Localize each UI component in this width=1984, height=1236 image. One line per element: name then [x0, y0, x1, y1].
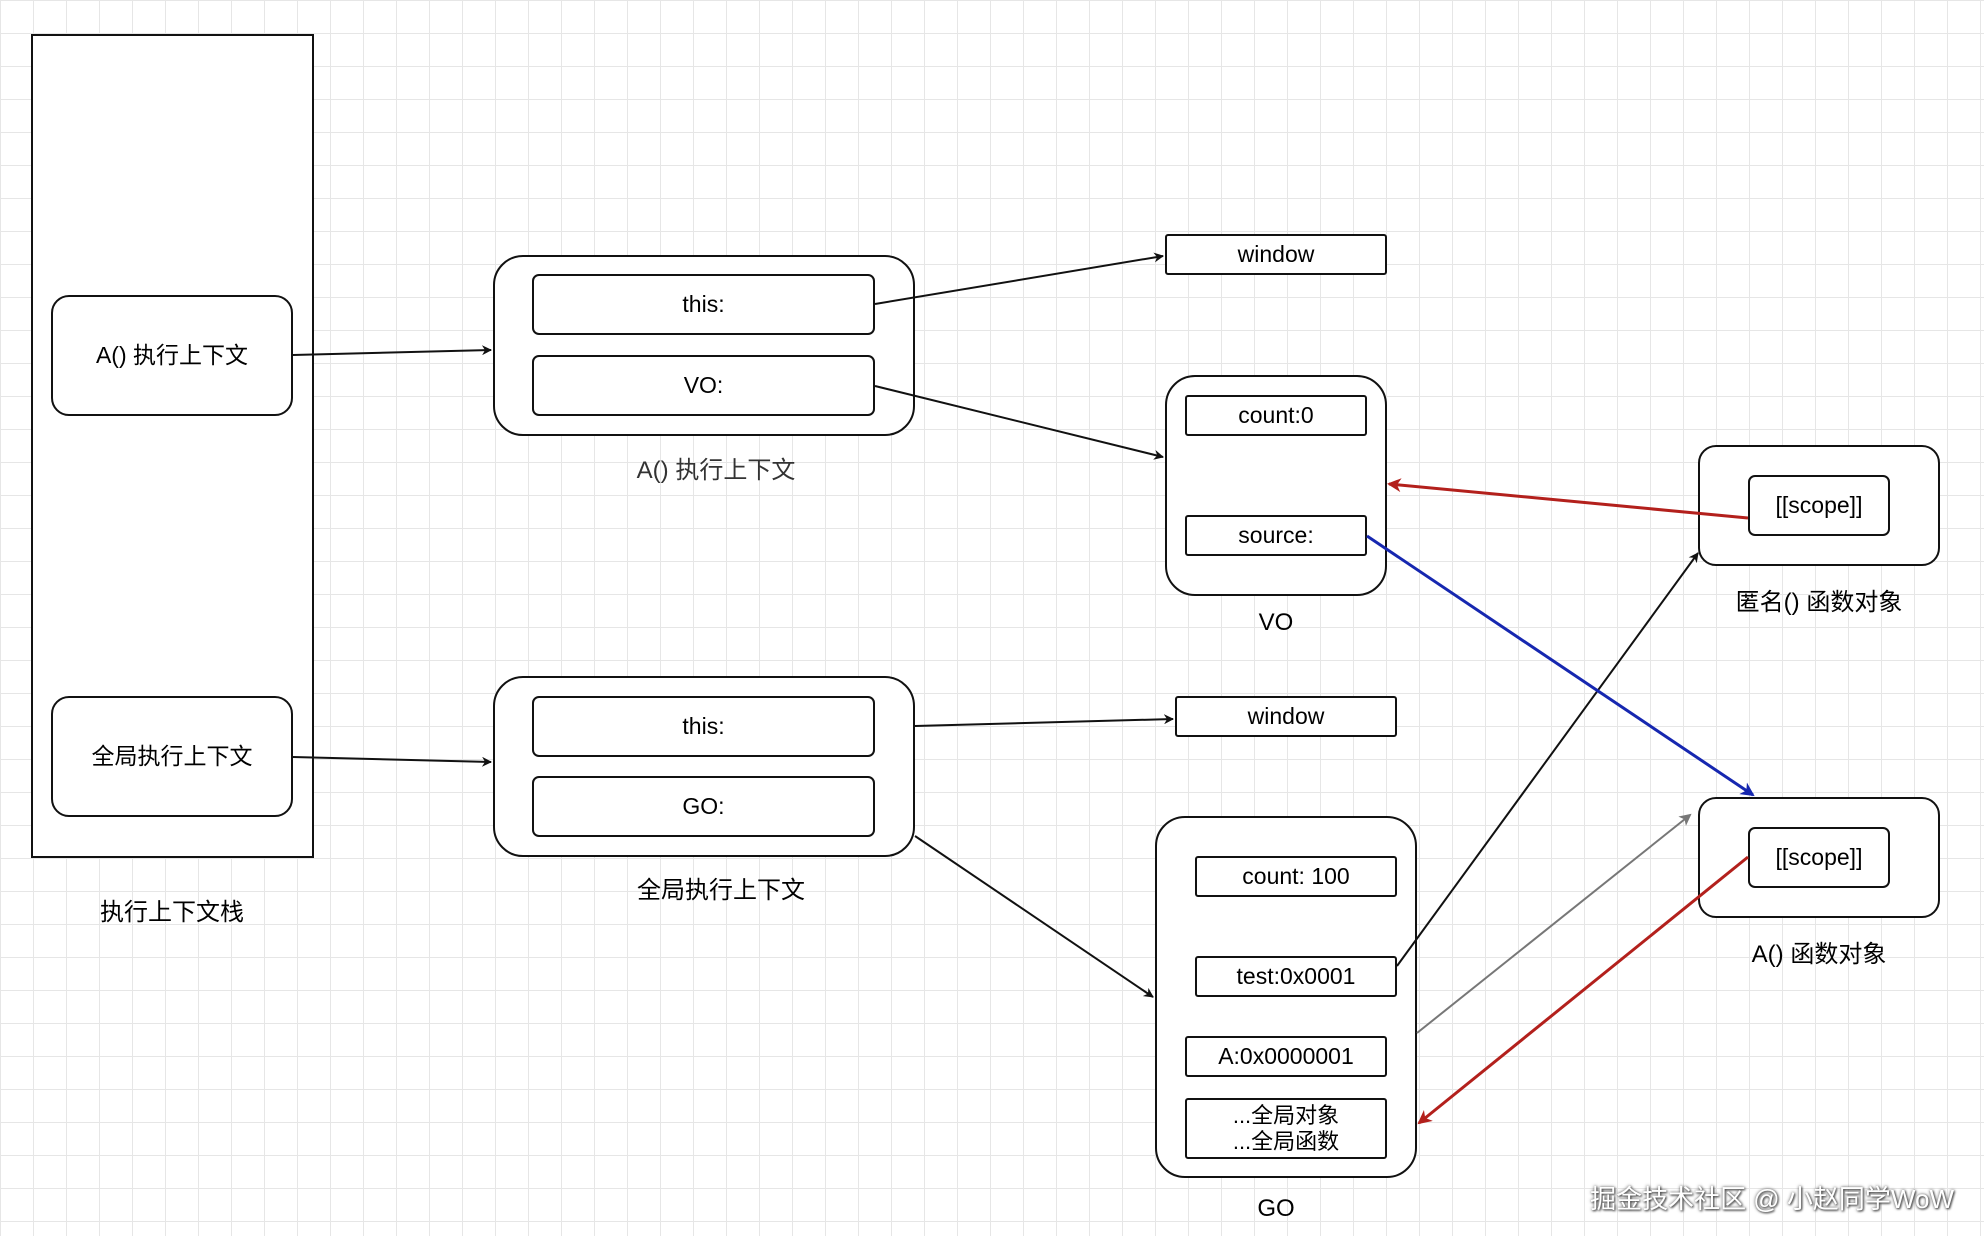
arrow-stack-global-to-global-context — [292, 756, 492, 767]
arrow-anon-scope-to-vo — [1387, 478, 1749, 520]
global-context-this-field[interactable]: this: — [532, 696, 875, 757]
go-caption: GO — [1257, 1195, 1295, 1222]
stack-item-global-context[interactable]: 全局执行上下文 — [51, 696, 293, 817]
arrow-stack-a-to-a-context — [292, 345, 492, 356]
global-context-this-label: this: — [682, 712, 725, 739]
a-function-scope-field[interactable]: [[scope]] — [1748, 827, 1890, 888]
vo-count-label: count:0 — [1238, 401, 1314, 428]
window-box-bottom[interactable]: window — [1175, 696, 1397, 737]
go-globals-line2: ...全局函数 — [1232, 1128, 1340, 1154]
go-a-label: A:0x0000001 — [1218, 1042, 1354, 1069]
stack-item-a-label: A() 执行上下文 — [95, 341, 249, 368]
vo-source-label: source: — [1238, 521, 1314, 548]
window-box-top[interactable]: window — [1165, 234, 1387, 275]
arrow-vo-source-to-a-function — [1366, 534, 1755, 797]
anon-function-scope-field[interactable]: [[scope]] — [1748, 475, 1890, 536]
arrow-a-vo-to-vo-object — [874, 385, 1164, 460]
go-a-field[interactable]: A:0x0000001 — [1185, 1036, 1387, 1077]
stack-item-global-label: 全局执行上下文 — [91, 742, 253, 769]
vo-source-field[interactable]: source: — [1185, 515, 1367, 556]
go-count-label: count: 100 — [1242, 862, 1350, 889]
arrow-a-this-to-window — [874, 252, 1164, 305]
arrow-a-scope-to-go — [1417, 855, 1749, 1125]
go-globals-line1: ...全局对象 — [1232, 1103, 1340, 1129]
anon-function-caption: 匿名() 函数对象 — [1735, 589, 1903, 616]
arrow-global-go-to-go-object — [914, 835, 1154, 998]
stack-caption: 执行上下文栈 — [100, 899, 244, 926]
global-context-caption: 全局执行上下文 — [637, 877, 805, 904]
a-function-scope-label: [[scope]] — [1775, 843, 1863, 870]
global-context-go-field[interactable]: GO: — [532, 776, 875, 837]
window-top-label: window — [1237, 240, 1315, 267]
arrow-go-test-to-anon-function — [1396, 552, 1699, 967]
go-count-field[interactable]: count: 100 — [1195, 856, 1397, 897]
anon-function-scope-label: [[scope]] — [1775, 491, 1863, 518]
window-bottom-label: window — [1247, 702, 1325, 729]
watermark: 掘金技术社区 @ 小赵同学WoW — [1590, 1184, 1954, 1214]
a-context-vo-field[interactable]: VO: — [532, 355, 875, 416]
go-test-field[interactable]: test:0x0001 — [1195, 956, 1397, 997]
go-test-label: test:0x0001 — [1236, 962, 1356, 989]
a-context-vo-label: VO: — [683, 371, 724, 398]
arrow-global-this-to-window — [914, 714, 1174, 727]
vo-count-field[interactable]: count:0 — [1185, 395, 1367, 436]
stack-item-a-context[interactable]: A() 执行上下文 — [51, 295, 293, 416]
a-function-caption: A() 函数对象 — [1751, 941, 1887, 968]
a-context-this-label: this: — [682, 290, 725, 317]
arrow-go-to-a-function — [1416, 813, 1692, 1034]
go-globals-field[interactable]: ...全局对象 ...全局函数 — [1185, 1098, 1387, 1159]
a-context-this-field[interactable]: this: — [532, 274, 875, 335]
vo-caption: VO — [1258, 609, 1294, 636]
a-context-caption: A() 执行上下文 — [636, 457, 796, 484]
global-context-go-label: GO: — [682, 792, 725, 819]
